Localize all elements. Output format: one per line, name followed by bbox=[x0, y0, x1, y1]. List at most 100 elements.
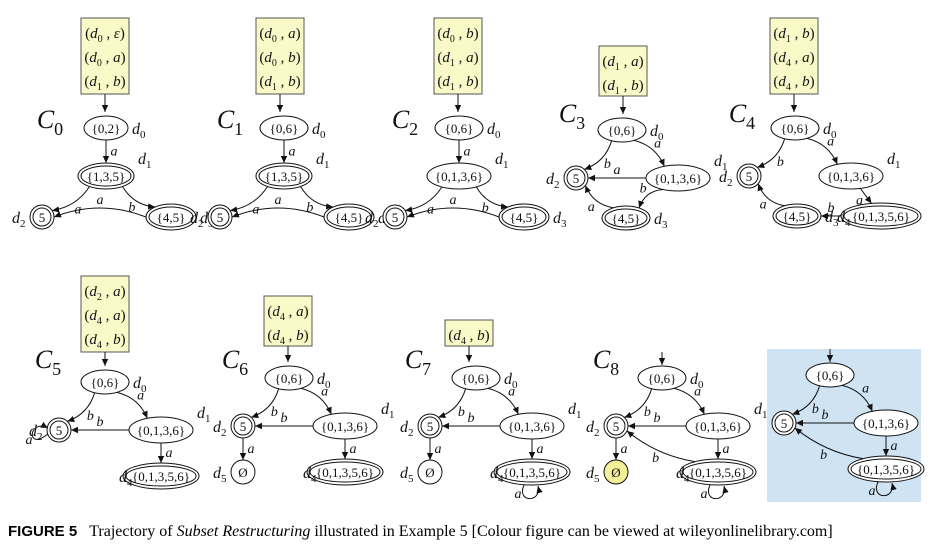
transition-label: b bbox=[482, 201, 489, 216]
state-label: {0,6} bbox=[462, 371, 491, 386]
pending-pair: (d4 , a) bbox=[773, 50, 814, 69]
state-name-d1: d1 bbox=[754, 401, 768, 421]
subset-restructuring-figure: C0(d0 , ε)(d0 , a)(d1 , b){0,2}d0{1,3,5}… bbox=[12, 17, 925, 502]
transition-d0-d1 bbox=[116, 391, 148, 419]
transition-d1-d2 bbox=[405, 186, 443, 213]
state-name-d0: d0 bbox=[650, 123, 664, 143]
transition-label: a bbox=[862, 381, 869, 396]
transition-label: a bbox=[166, 446, 173, 461]
state-d1 bbox=[818, 162, 884, 190]
transition-d1-d3 bbox=[475, 186, 509, 210]
state-d2-final-ring bbox=[420, 416, 440, 436]
transition-label: a bbox=[869, 484, 876, 499]
state-name-d2: d2 bbox=[546, 171, 560, 191]
transition-d3-d2 bbox=[757, 183, 785, 207]
pending-pairs-box bbox=[263, 295, 313, 347]
transition-d1-d3 bbox=[122, 186, 156, 210]
transition-label: b bbox=[644, 405, 651, 420]
state-d3 bbox=[601, 205, 651, 231]
transition-d0-d2 bbox=[792, 385, 821, 416]
transition-label: a bbox=[701, 487, 708, 502]
transition-d0-d2 bbox=[624, 388, 653, 419]
transition-label: a bbox=[97, 193, 104, 208]
panel-C6: C6(d4 , a)(d4 , b){0,6}d0{0,1,3,6}d15d2{… bbox=[213, 295, 395, 486]
pending-pair: (d2 , a) bbox=[84, 284, 125, 303]
panel-title: C1 bbox=[217, 105, 243, 139]
transition-label: a bbox=[508, 384, 515, 399]
transition-d3-d2 bbox=[231, 207, 325, 218]
transition-self-loop bbox=[521, 484, 543, 500]
transition-d0-d1 bbox=[487, 387, 519, 415]
transition-d0-d1 bbox=[673, 387, 705, 415]
transition-label: b bbox=[97, 415, 104, 430]
panel-C1: C1(d0 , a)(d0 , b)(d1 , b){0,6}d0{1,3,5}… bbox=[190, 17, 392, 231]
state-name-d0: d0 bbox=[487, 121, 501, 141]
state-d4-final-ring bbox=[682, 461, 754, 483]
panel-title: C2 bbox=[392, 105, 418, 139]
transition-label: b bbox=[458, 405, 465, 420]
state-label: {0,1,3,6} bbox=[508, 419, 556, 434]
state-label: {1,3,5} bbox=[265, 169, 303, 184]
transition-label: b bbox=[822, 408, 829, 423]
state-d2-final-ring bbox=[49, 420, 69, 440]
panel-C8: C8{0,6}d0{0,1,3,6}d15d2{0,1,3,5,6}d4Ød5b… bbox=[586, 345, 768, 502]
transition-label: a bbox=[289, 145, 296, 160]
state-d2-final-ring bbox=[566, 168, 586, 188]
panel-C7: C7(d4 , b){0,6}d0{0,1,3,6}d15d2{0,1,3,5,… bbox=[400, 319, 582, 502]
state-label: {4,5} bbox=[157, 210, 186, 225]
caption-label: FIGURE 5 bbox=[8, 523, 78, 540]
transition-label: b bbox=[640, 181, 647, 196]
panel-title: C0 bbox=[37, 105, 63, 139]
state-label: Ø bbox=[238, 465, 247, 480]
pending-pairs-box bbox=[444, 319, 494, 347]
transition-label: a bbox=[614, 163, 621, 178]
state-label: {0,6} bbox=[270, 121, 299, 136]
state-label: 5 bbox=[573, 171, 580, 186]
transition-d0-d2 bbox=[757, 138, 786, 169]
state-label: 5 bbox=[746, 169, 753, 184]
state-name-d0: d0 bbox=[504, 371, 518, 391]
transition-label: a bbox=[350, 442, 357, 457]
state-label: {0,6} bbox=[648, 371, 677, 386]
pending-pairs-box bbox=[598, 45, 648, 97]
state-name-d3: d3 bbox=[553, 210, 567, 230]
state-d4-final-ring bbox=[309, 461, 381, 483]
state-label: {0,1,3,5,6} bbox=[503, 465, 561, 480]
transition-label: a bbox=[621, 442, 628, 457]
transition-label: b bbox=[87, 409, 94, 424]
pending-pair: (d1 , b) bbox=[437, 74, 478, 93]
transition-label: a bbox=[275, 193, 282, 208]
panel-title: C8 bbox=[593, 345, 619, 379]
state-name-d4: d4 bbox=[676, 465, 690, 485]
state-label: 5 bbox=[781, 416, 788, 431]
pending-pair: (d1 , b) bbox=[773, 26, 814, 45]
transition-label: b bbox=[306, 201, 313, 216]
transition-label: a bbox=[760, 198, 767, 213]
pending-pair: (d0 , ε) bbox=[85, 26, 125, 45]
state-label: {0,1,3,6} bbox=[862, 416, 910, 431]
transition-d1-d4 bbox=[859, 188, 872, 204]
panel-C0: C0(d0 , ε)(d0 , a)(d1 , b){0,2}d0{1,3,5}… bbox=[12, 17, 214, 231]
transition-label: b bbox=[777, 155, 784, 170]
transition-d3-d2 bbox=[406, 207, 500, 218]
transition-d1-d2 bbox=[52, 186, 90, 213]
state-label: 5 bbox=[613, 419, 620, 434]
state-d4-final-ring bbox=[850, 458, 922, 480]
transition-label: b bbox=[820, 448, 827, 463]
transition-label: a bbox=[137, 388, 144, 403]
transition-label: a bbox=[515, 487, 522, 502]
state-d0 bbox=[80, 369, 130, 395]
state-label: {0,1,3,6} bbox=[137, 423, 185, 438]
transition-label: a bbox=[111, 145, 118, 160]
transition-label: b bbox=[652, 451, 659, 466]
pending-pair: (d1 , a) bbox=[437, 50, 478, 69]
state-name-d0: d0 bbox=[823, 121, 837, 141]
state-name-d0: d0 bbox=[133, 375, 147, 395]
transition-label: b bbox=[812, 402, 819, 417]
state-label: {0,6} bbox=[608, 123, 637, 138]
transition-label: a bbox=[588, 200, 595, 215]
transition-d0-d2 bbox=[438, 388, 467, 419]
state-d0 bbox=[597, 117, 647, 143]
transition-d0-d2 bbox=[584, 140, 613, 171]
transition-label: b bbox=[828, 201, 835, 216]
